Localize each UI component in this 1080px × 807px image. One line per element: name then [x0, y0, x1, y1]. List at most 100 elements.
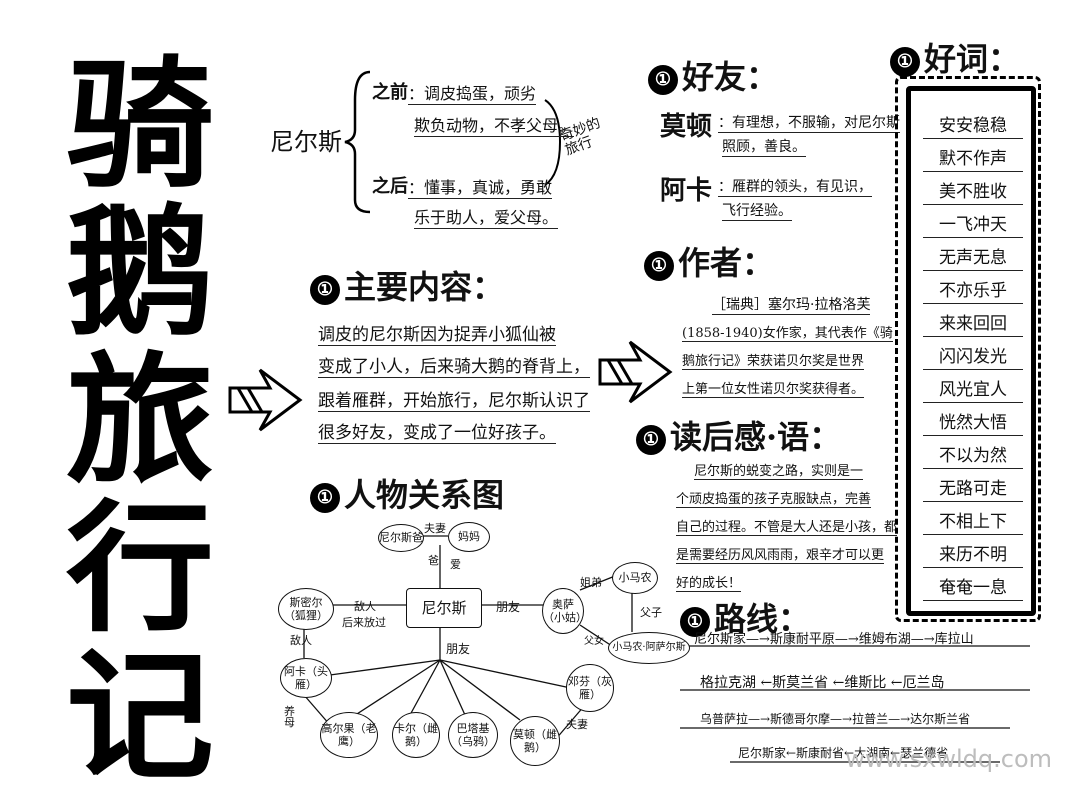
author-line-3: 鹅旅行记》荣获诺贝尔奖是世界	[682, 350, 865, 370]
section-number-icon: ①	[310, 482, 340, 513]
good-word-item: 不相上下	[923, 507, 1023, 535]
route-underlines	[680, 645, 1030, 763]
good-word-item: 恍然大悟	[923, 408, 1023, 436]
good-word-item: 不亦乐乎	[923, 276, 1023, 304]
good-word-item: 无路可走	[923, 474, 1023, 502]
brace-shape-2	[544, 99, 562, 186]
after-line-1: ：懂事，真诚，勇敢	[408, 174, 553, 199]
author-title-text: 作者：	[678, 244, 775, 282]
main-content-line-1: 调皮的尼尔斯因为捉弄小狐仙被	[318, 320, 556, 346]
arrow-icon	[228, 368, 303, 432]
reading-line-1: 尼尔斯的蜕变之路，实则是一	[694, 460, 864, 480]
before-line-2: 欺负动物，不孝父母。	[414, 112, 575, 137]
node-rosa: 巴塔基（乌鸦）	[448, 712, 498, 758]
section-number-icon: ①	[644, 250, 674, 281]
label-mom: 爱	[450, 558, 461, 571]
arrow-icon-2	[598, 340, 673, 404]
section-number-icon: ①	[310, 274, 340, 305]
author-line-4: 上第一位女性诺贝尔奖获得者。	[682, 378, 865, 398]
reading-line-4: 是需要经历风风雨雨，艰辛才可以更	[676, 544, 885, 564]
label-dad: 爸	[428, 554, 439, 567]
good-friends-title-text: 好友：	[682, 58, 779, 96]
label-couple2: 夫妻	[566, 718, 588, 731]
route-row-3: 乌普萨拉—→斯德哥尔摩—→拉普兰—→达尔斯兰省	[700, 712, 971, 726]
route-title-text: 路线：	[714, 600, 811, 638]
node-nils-mother: 妈妈	[448, 522, 490, 552]
after-label: 之后	[372, 176, 408, 197]
good-words-box: 安安稳稳 默不作声 美不胜收 一飞冲天 无声无息 不亦乐乎 来来回回 闪闪发光 …	[906, 86, 1036, 616]
relation-lines	[303, 535, 633, 741]
label-enemy2: 敌人	[290, 634, 312, 647]
route-row-1: 尼尔斯家—→斯康耐平原—→维姆布湖—→库拉山	[694, 632, 974, 647]
node-mats: 小马农·阿萨尔斯	[608, 632, 690, 664]
node-dunfin: 卡尔（雌鹅）	[392, 712, 440, 758]
relation-map-title-text: 人物关系图	[344, 476, 505, 514]
friend-2-line-2: 飞行经验。	[722, 200, 792, 221]
good-words-title-text: 好词：	[924, 40, 1021, 78]
good-word-item: 奄奄一息	[923, 573, 1023, 601]
label-siblings: 姐弟	[580, 576, 602, 589]
friend-1-line-1: ：有理想，不服输，对尼尔斯	[718, 112, 900, 133]
before-line-1: ：调皮捣蛋，顽劣	[408, 80, 537, 105]
node-akka: 阿卡（头雁）	[280, 658, 332, 698]
book-title: 骑 鹅 旅 行 记	[40, 50, 240, 790]
node-smirre: 斯密尔（狐狸）	[278, 588, 334, 630]
title-char-1: 骑	[66, 41, 214, 207]
label-husband-wife: 夫妻	[424, 522, 446, 535]
good-word-item: 无声无息	[923, 243, 1023, 271]
good-words-frame	[895, 76, 1041, 622]
before-label: 之前	[372, 82, 408, 103]
after-line-2: 乐于助人，爱父母。	[414, 204, 559, 229]
brace-shape	[344, 70, 371, 214]
author-line-1: ［瑞典］塞尔玛·拉格洛芙	[712, 294, 871, 315]
reading-line-2: 个顽皮捣蛋的孩子克服缺点，完善	[676, 488, 872, 508]
node-osa: 奥萨（小姑）	[542, 588, 587, 634]
good-word-item: 安安稳稳	[923, 111, 1023, 139]
node-nils-center: 尼尔斯	[406, 588, 482, 628]
label-adopted: 养母	[284, 705, 295, 729]
node-gorgo: 高尔果（老鹰）	[320, 712, 378, 758]
title-char-2: 鹅	[66, 189, 214, 355]
good-word-item: 不以为然	[923, 441, 1023, 469]
node-nils-father: 尼尔斯爸	[378, 524, 424, 552]
section-number-icon: ①	[636, 424, 666, 455]
good-word-item: 默不作声	[923, 144, 1023, 172]
reading-feeling-title-text: 读后感·语：	[670, 418, 842, 456]
good-word-item: 一飞冲天	[923, 210, 1023, 238]
watermark: www.sxwldq.com	[845, 745, 1052, 773]
nils-name: 尼尔斯	[270, 128, 342, 156]
good-word-item: 美不胜收	[923, 177, 1023, 205]
node-dunfin2: 邓芬（灰雁）	[566, 664, 614, 712]
good-word-item: 来来回回	[923, 309, 1023, 337]
title-char-3: 旅	[66, 337, 214, 503]
friend-1-name: 莫顿	[660, 112, 713, 142]
author-line-2: (1858-1940)女作家，其代表作《骑	[682, 322, 893, 342]
section-number-icon: ①	[890, 46, 920, 77]
friend-2-line-1: ：雁群的领头，有见识，	[718, 176, 872, 197]
good-word-item: 闪闪发光	[923, 342, 1023, 370]
label-enemy: 敌人	[354, 600, 376, 613]
label-friend: 朋友	[496, 600, 521, 614]
label-father-daughter: 父女	[584, 636, 604, 647]
main-content-line-3: 跟着雁群，开始旅行，尼尔斯认识了	[318, 386, 590, 412]
main-content-line-2: 变成了小人，后来骑大鹅的脊背上，	[318, 352, 590, 378]
node-moden2: 莫顿（雌鹅）	[510, 716, 560, 766]
label-friends2: 朋友	[446, 642, 471, 656]
title-char-5: 记	[66, 633, 214, 799]
main-content-line-4: 很多好友，变成了一位好孩子。	[318, 418, 556, 444]
reading-line-5: 好的成长！	[676, 572, 742, 592]
section-number-icon: ①	[680, 606, 710, 637]
main-content-title-text: 主要内容：	[344, 268, 505, 306]
good-word-item: 来历不明	[923, 540, 1023, 568]
reading-line-3: 自己的过程。不管是大人还是小孩，都	[676, 516, 898, 536]
route-row-4: 尼尔斯家←斯康耐省←大湖南←瑟兰德省	[738, 746, 949, 760]
friend-2-name: 阿卡	[660, 176, 713, 206]
good-word-item: 风光宜人	[923, 375, 1023, 403]
